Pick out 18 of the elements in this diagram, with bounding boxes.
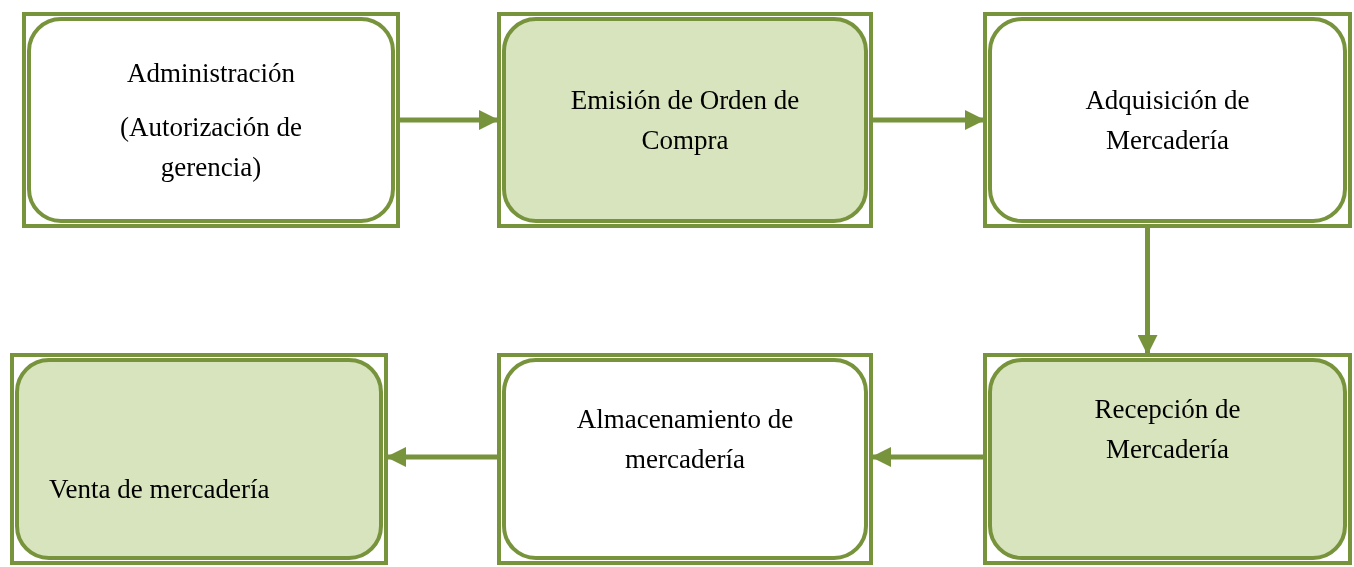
arrow bbox=[400, 110, 499, 130]
process-box bbox=[27, 17, 395, 223]
process-box bbox=[988, 17, 1347, 223]
process-box bbox=[988, 358, 1347, 560]
arrow bbox=[873, 110, 985, 130]
arrow bbox=[871, 447, 983, 467]
box-label: Venta de mercadería bbox=[49, 473, 270, 506]
box-label: Recepción de Mercadería bbox=[1093, 393, 1242, 466]
box-label: Emisión de Orden de Compra bbox=[569, 84, 801, 157]
box-label: Administración bbox=[127, 57, 295, 90]
arrow bbox=[1137, 228, 1158, 355]
box-label: (Autorización de gerencia) bbox=[118, 111, 304, 184]
box-label: Almacenamiento de mercadería bbox=[575, 403, 795, 476]
arrow bbox=[386, 447, 497, 467]
process-box bbox=[15, 358, 383, 560]
process-box bbox=[502, 17, 868, 223]
box-label: Adquisición de Mercadería bbox=[1084, 84, 1251, 157]
process-box bbox=[502, 358, 868, 560]
